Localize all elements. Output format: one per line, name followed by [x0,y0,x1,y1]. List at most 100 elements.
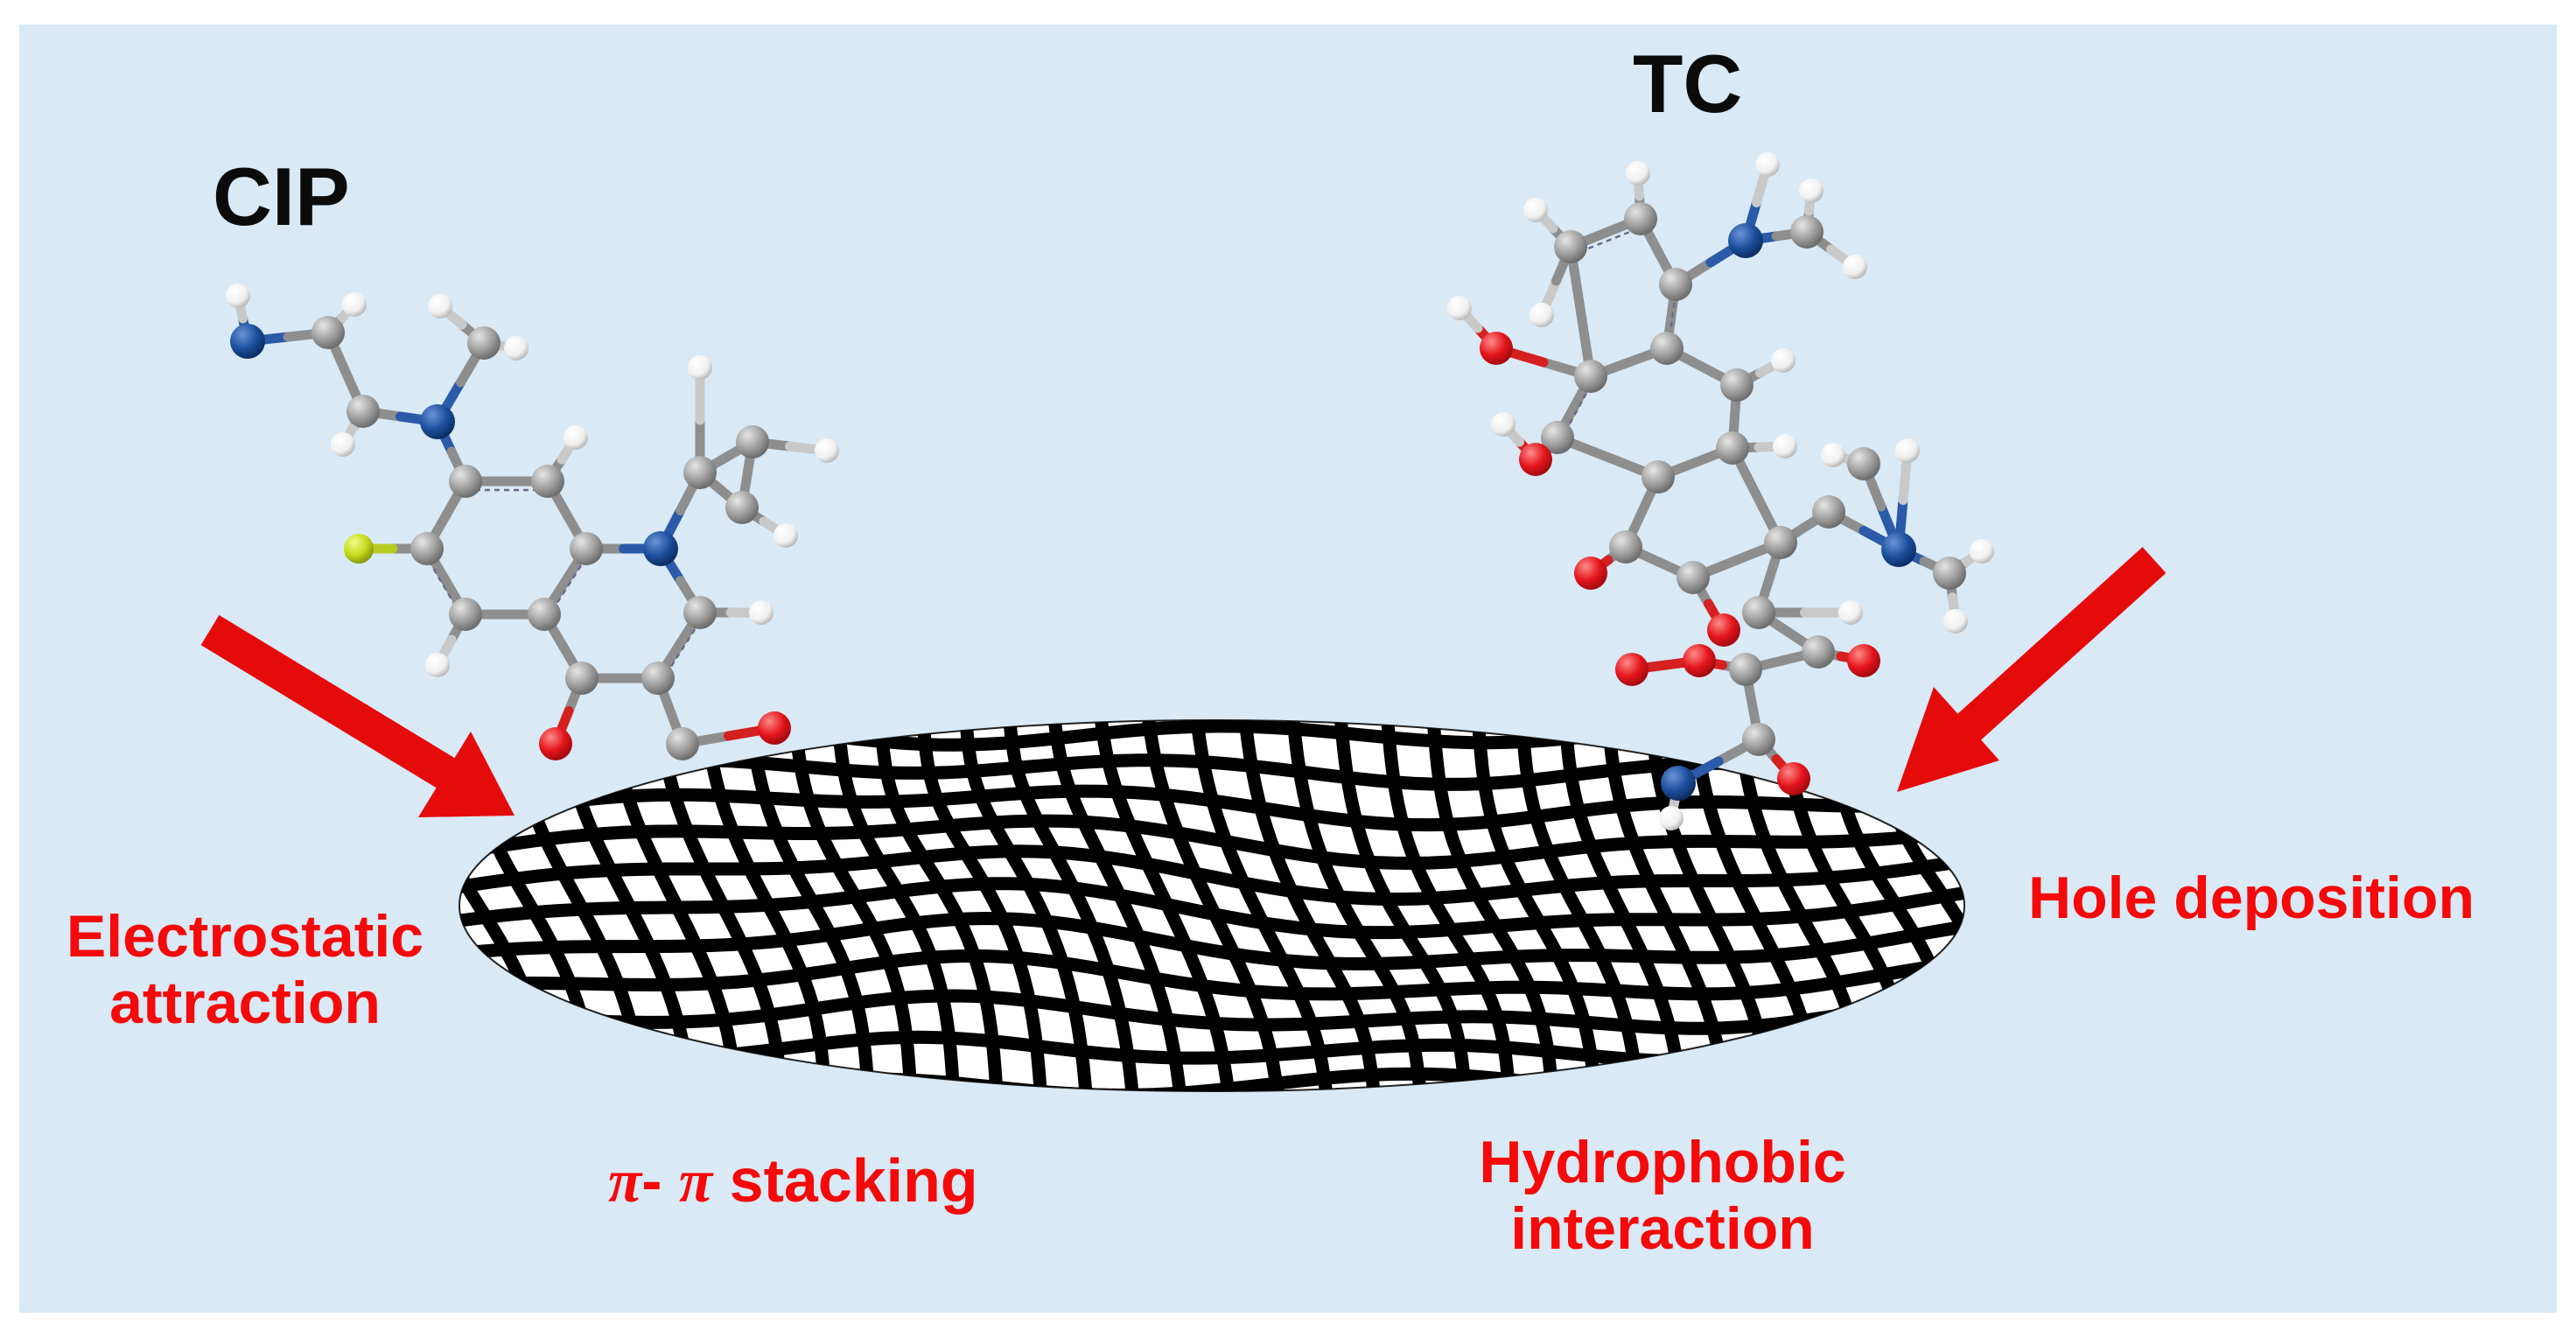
tc-molecule-icon [1447,152,1994,830]
carbon-atom [449,465,482,498]
carbon-atom [1609,530,1642,564]
carbon-atom [725,491,759,524]
pi-separator: - [641,1146,679,1215]
hydrophobic-interaction-label: Hydrophobic interaction [1418,1129,1908,1262]
electrostatic-line2: attraction [109,970,381,1037]
mesh-line [1376,720,1518,1091]
hydrogen-atom [1530,303,1554,327]
carbon-atom [1812,495,1845,529]
hydrogen-atom [504,336,528,361]
left-red-arrow-icon [200,614,514,817]
carbon-atom [531,465,564,498]
mesh-line [914,720,1051,1091]
carbon-atom [1541,421,1574,454]
hydrogen-atom [1970,539,1994,564]
right-red-arrow-icon [1897,547,2166,792]
carbon-atom [1650,332,1684,365]
oxygen-atom [1615,653,1648,686]
hydrogen-atom [749,600,774,625]
cip-molecule-icon [226,284,839,760]
hydrogen-atom [688,355,712,380]
hydrogen-atom [1523,198,1548,222]
nitrogen-atom [230,324,265,359]
mesh-line [829,720,962,1091]
hydrogen-atom [1843,255,1867,279]
carbon-atom [528,598,561,631]
oxygen-atom [1683,644,1716,677]
mesh-line [1423,720,1562,1091]
pi-symbol-1: π [608,1148,642,1215]
electrostatic-attraction-label: Electrostatic attraction [44,903,446,1036]
hydrophobic-line1: Hydrophobic [1479,1129,1846,1195]
hydrogen-atom [1491,412,1516,437]
carbon-atom [449,598,482,631]
hydrogen-atom [1799,179,1824,203]
hydrogen-atom [226,284,250,308]
nitrogen-atom [1728,223,1763,258]
carbon-atom [467,326,500,360]
cip-label: CIP [213,151,350,242]
nitrogen-atom [420,404,455,439]
hydrogen-atom [425,653,450,677]
fluorine-atom [344,534,374,564]
oxygen-atom [1519,443,1552,476]
hydrogen-atom [1943,609,1968,634]
carbon-atom [666,727,699,760]
hydrogen-atom [1447,296,1472,320]
hydrogen-atom [815,438,839,463]
carbon-atom [1742,596,1775,629]
mesh-line [1512,720,1647,1091]
hydrogen-atom [1895,438,1920,463]
oxygen-atom [758,711,791,745]
mesh-line [785,720,920,1091]
mesh-line [459,877,1964,940]
mesh-line [1185,720,1335,1091]
hydrogen-atom [1821,443,1845,467]
electrostatic-line1: Electrostatic [66,903,424,970]
hydrogen-atom [1659,806,1684,830]
mesh-line [957,720,1096,1091]
hydrogen-atom [331,432,355,457]
carbon-atom [1574,360,1607,393]
carbon-atom [1720,368,1754,402]
hydrogen-atom [342,292,367,317]
hydrophobic-line2: interaction [1510,1195,1815,1263]
carbon-atom [1729,653,1762,686]
hydrogen-atom [1773,434,1797,459]
carbon-atom [312,316,345,349]
hydrogen-atom [1771,348,1796,373]
oxygen-atom [1777,762,1810,795]
nitrogen-atom [1661,766,1696,801]
carbon-atom [1790,215,1824,249]
hydrogen-atom [1626,161,1650,186]
hole-deposition-label: Hole deposition [2028,865,2474,931]
oxygen-atom [1480,332,1513,365]
hydrogen-atom [1838,600,1863,625]
mesh-line [1138,720,1287,1091]
carbon-atom [346,395,380,428]
hydrogen-atom [774,523,798,548]
mesh-line [1000,720,1144,1091]
oxygen-atom [1707,613,1740,647]
carbon-atom [683,596,717,629]
nitrogen-atom [1881,532,1916,567]
hydrogen-atom [428,294,452,319]
tc-label: TC [1633,38,1743,130]
carbon-atom [1847,447,1880,480]
mesh-line [872,720,1006,1091]
mesh-line [1329,720,1474,1091]
pi-symbol-2: π [678,1148,713,1215]
pi-pi-stacking-label: π- π stacking [608,1146,978,1216]
carbon-atom [1624,202,1657,235]
mesh-line [1281,720,1429,1091]
mesh-line [1090,720,1239,1091]
carbon-atom [736,425,769,459]
nitrogen-atom [643,531,678,566]
carbon-atom [1676,561,1710,594]
carbon-atom [683,456,717,489]
carbon-atom [1554,230,1587,263]
oxygen-atom [539,727,572,760]
carbon-atom [1716,431,1749,465]
carbon-atom [565,662,598,695]
